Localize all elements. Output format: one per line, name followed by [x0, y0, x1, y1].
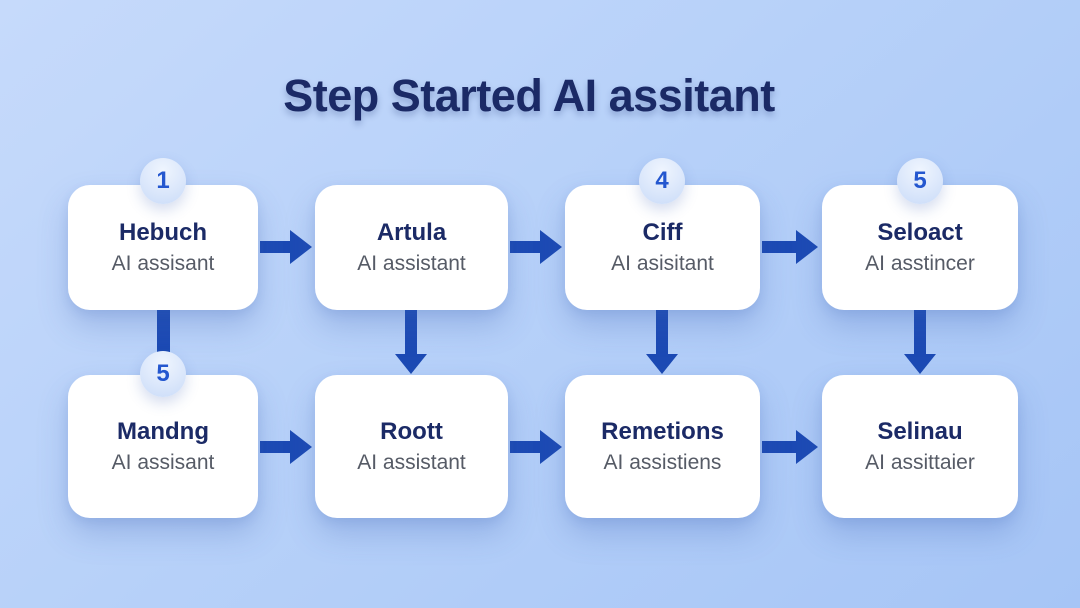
connector-line	[157, 308, 170, 356]
step-title: Selinau	[877, 418, 963, 446]
step-box-artula: Artula AI assistant	[315, 185, 508, 310]
step-number-badge: 1	[140, 158, 186, 204]
arrow-down-icon	[646, 308, 678, 374]
step-title: Artula	[376, 219, 447, 247]
arrow-right-icon	[260, 230, 312, 264]
step-subtitle: AI assistant	[357, 450, 466, 474]
step-box-selinau: Selinau AI assittaier	[822, 375, 1018, 518]
step-subtitle: AI asisitant	[611, 251, 714, 275]
arrow-right-icon	[510, 230, 562, 264]
step-number-badge: 4	[639, 158, 685, 204]
step-subtitle: AI assittaier	[865, 450, 975, 474]
page-title: Step Started AI assitant	[283, 70, 775, 121]
step-title: Ciff	[642, 219, 683, 247]
step-box-ciff: Ciff AI asisitant	[565, 185, 760, 310]
arrow-right-icon	[260, 430, 312, 464]
step-subtitle: AI assisant	[111, 251, 215, 275]
step-subtitle: AI asstincer	[865, 251, 975, 275]
step-title: Hebuch	[118, 219, 207, 247]
arrow-right-icon	[510, 430, 562, 464]
step-box-hebuch: Hebuch AI assisant	[68, 185, 258, 310]
step-title: Mandng	[117, 418, 209, 446]
step-box-remetions: Remetions AI assistiens	[565, 375, 760, 518]
step-title: Roott	[380, 418, 443, 446]
arrow-down-icon	[904, 308, 936, 374]
step-number-badge: 5	[140, 351, 186, 397]
step-title: Seloact	[877, 219, 963, 247]
arrow-right-icon	[762, 230, 818, 264]
step-box-mandng: Mandng AI assisant	[68, 375, 258, 518]
step-box-roott: Roott AI assistant	[315, 375, 508, 518]
step-number-badge: 5	[897, 158, 943, 204]
step-title: Remetions	[601, 418, 724, 446]
step-subtitle: AI assistant	[357, 251, 466, 275]
arrow-right-icon	[762, 430, 818, 464]
step-box-seloact: Seloact AI asstincer	[822, 185, 1018, 310]
arrow-down-icon	[395, 308, 427, 374]
step-subtitle: AI assistiens	[603, 450, 722, 474]
step-subtitle: AI assisant	[111, 450, 215, 474]
